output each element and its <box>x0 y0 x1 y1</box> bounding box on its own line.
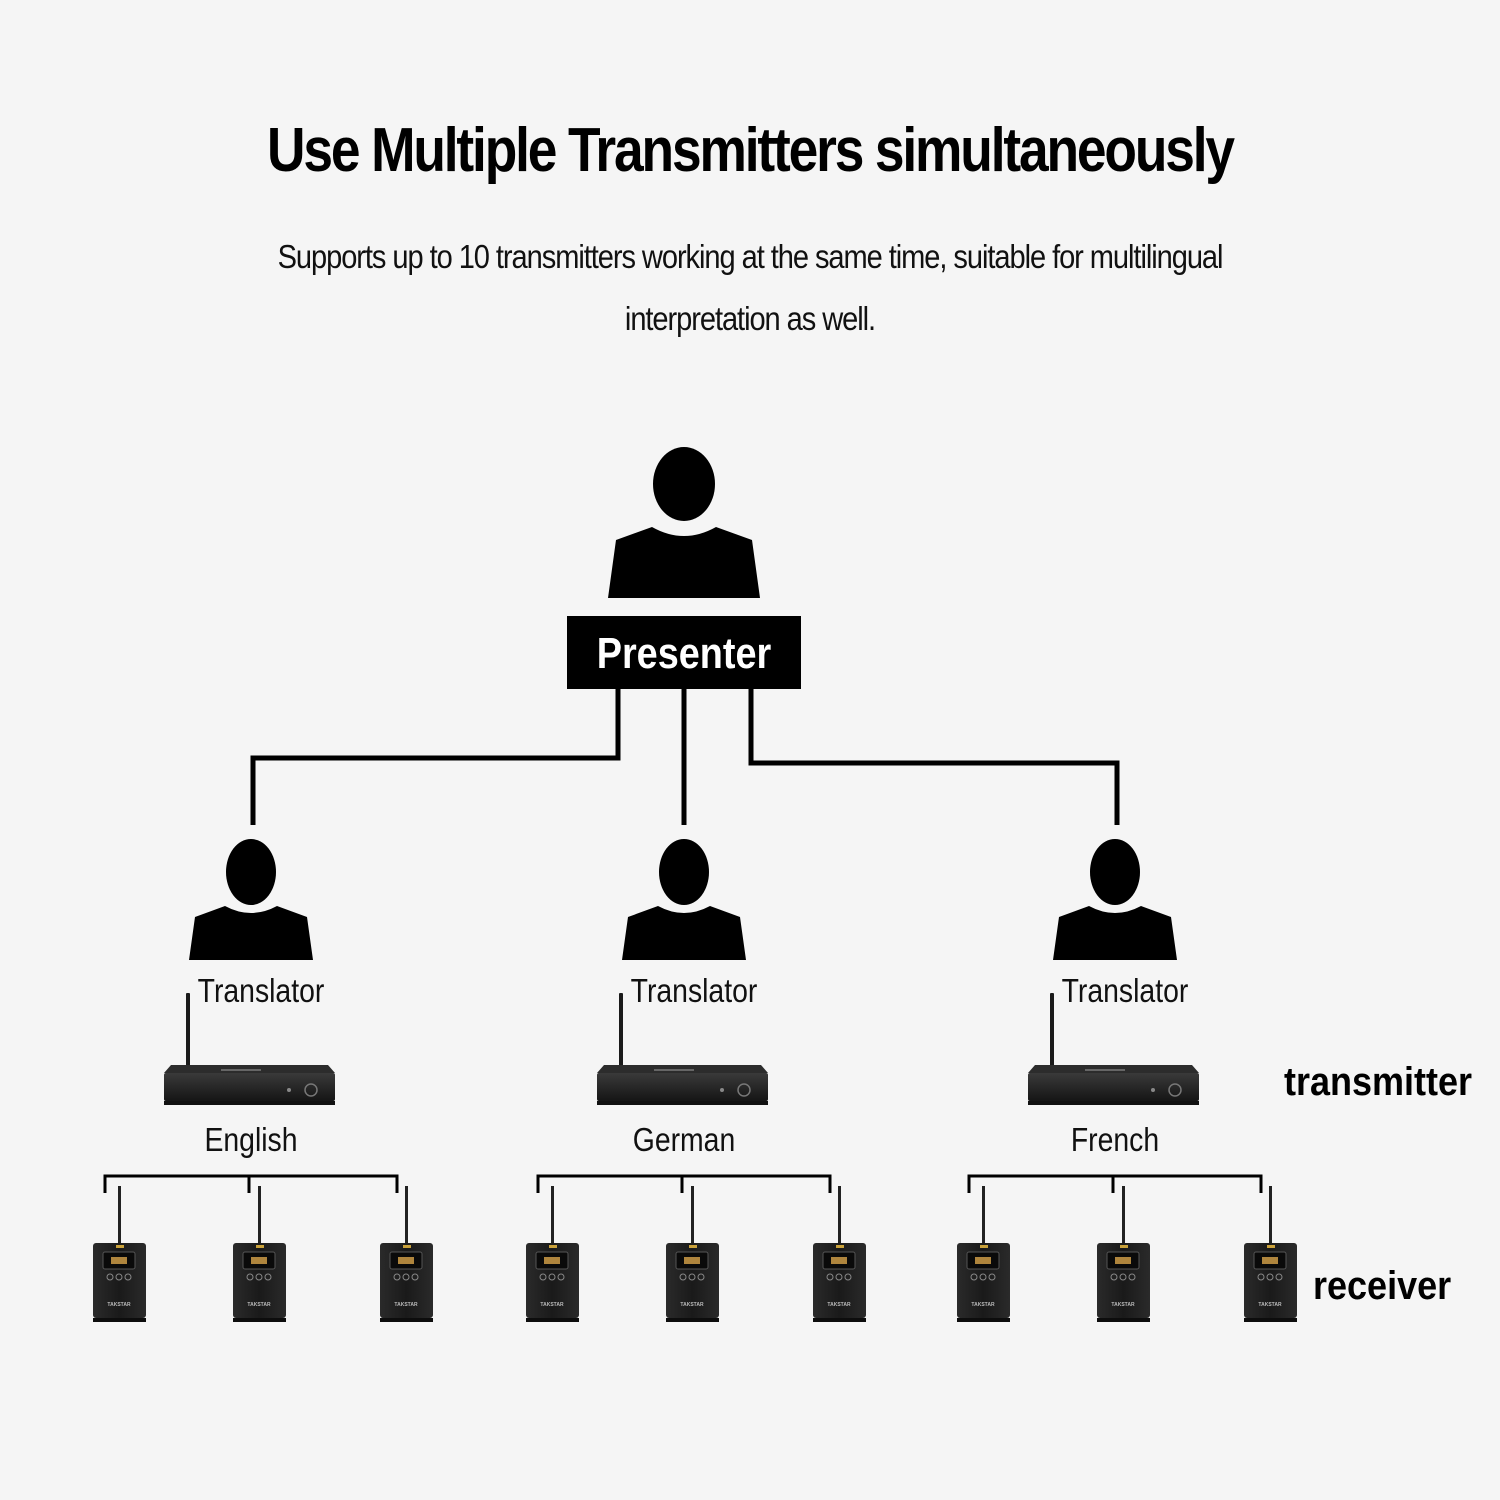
receiver-device: TAKSTAR <box>93 1186 146 1322</box>
transmitter-device <box>1028 993 1199 1105</box>
translator-label: Translator <box>1062 972 1189 1010</box>
language-label: English <box>204 1121 297 1159</box>
receiver-label: receiver <box>1313 1264 1452 1308</box>
translator-label: Translator <box>198 972 325 1010</box>
receiver-brand-text: TAKSTAR <box>107 1302 131 1308</box>
receiver-bracket <box>103 1174 399 1193</box>
receiver-bracket <box>536 1174 832 1193</box>
translator-person-icon <box>622 839 746 960</box>
receiver-device: TAKSTAR <box>813 1186 866 1322</box>
translator-label: Translator <box>631 972 758 1010</box>
presenter-node: Presenter <box>567 447 801 689</box>
translator-person-icon <box>1053 839 1177 960</box>
presenter-connectors <box>250 689 1120 825</box>
transmitter-device <box>164 993 335 1105</box>
language-label: French <box>1071 1121 1159 1159</box>
subtitle-line-2: interpretation as well. <box>624 300 876 337</box>
receiver-brand-text: TAKSTAR <box>247 1302 271 1308</box>
receiver-device: TAKSTAR <box>380 1186 433 1322</box>
receiver-bracket <box>967 1174 1263 1193</box>
receiver-brand-text: TAKSTAR <box>680 1302 704 1308</box>
receiver-brand-text: TAKSTAR <box>1258 1302 1282 1308</box>
presenter-label: Presenter <box>597 628 772 677</box>
presenter-badge <box>567 616 801 689</box>
connector-to-french <box>748 689 1120 825</box>
connector-to-english <box>250 689 621 825</box>
receiver-device: TAKSTAR <box>233 1186 286 1322</box>
subtitle-line-1: Supports up to 10 transmitters working a… <box>277 238 1224 275</box>
receiver-device: TAKSTAR <box>1097 1186 1150 1322</box>
receiver-brand-text: TAKSTAR <box>827 1302 851 1308</box>
receiver-device: TAKSTAR <box>957 1186 1010 1322</box>
receiver-device: TAKSTAR <box>1244 1186 1297 1322</box>
language-label: German <box>633 1121 735 1159</box>
receiver-brand-text: TAKSTAR <box>394 1302 418 1308</box>
page-title: Use Multiple Transmitters simultaneously <box>267 116 1235 185</box>
receiver-device: TAKSTAR <box>666 1186 719 1322</box>
receiver-device: TAKSTAR <box>526 1186 579 1322</box>
translator-person-icon <box>189 839 313 960</box>
receiver-brand-text: TAKSTAR <box>971 1302 995 1308</box>
receiver-brand-text: TAKSTAR <box>1111 1302 1135 1308</box>
receiver-brand-text: TAKSTAR <box>540 1302 564 1308</box>
transmitter-device <box>597 993 768 1105</box>
transmitter-label: transmitter <box>1284 1060 1473 1104</box>
presenter-person-icon <box>608 447 760 598</box>
